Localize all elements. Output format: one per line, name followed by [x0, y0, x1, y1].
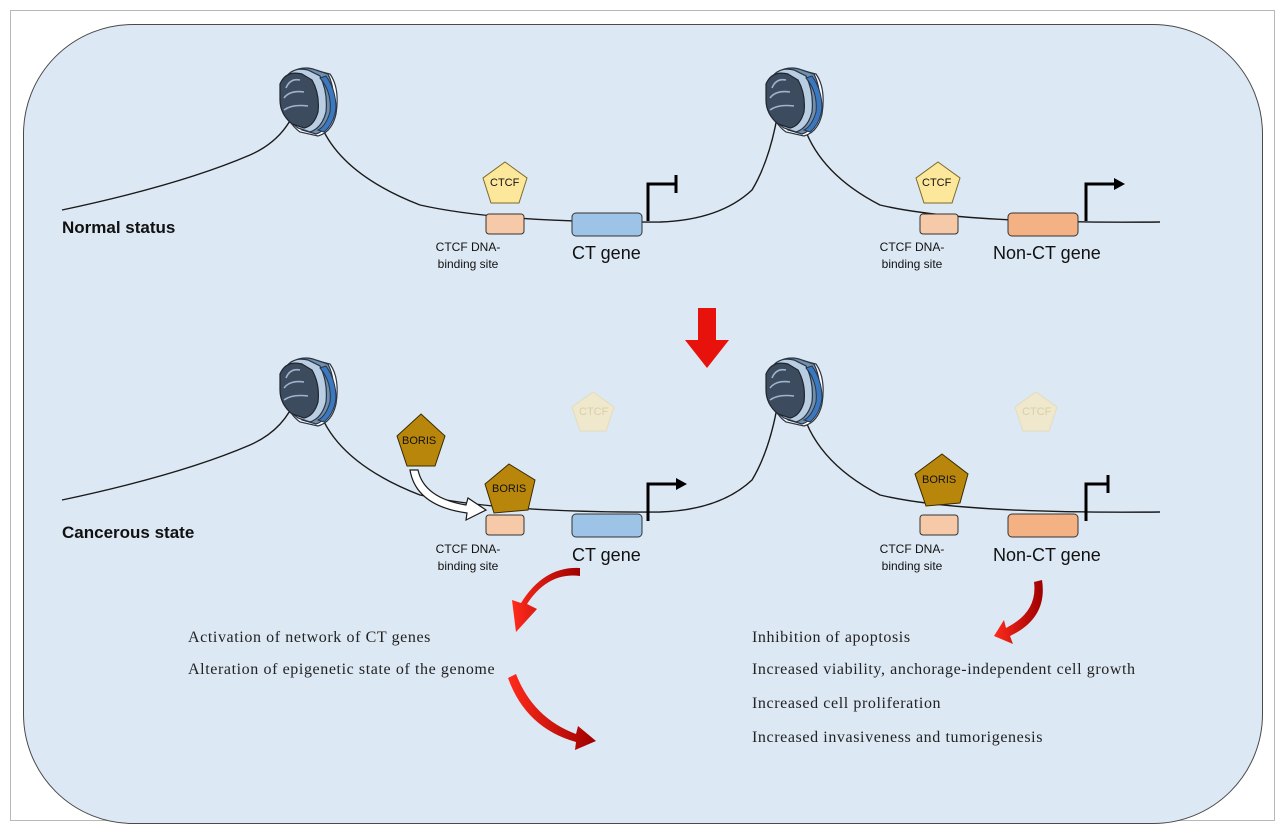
ctcf-binding-site-icon	[485, 213, 525, 235]
ctcf-faded-protein-icon	[571, 391, 615, 432]
ctcf-binding-site-icon	[919, 514, 959, 536]
boris-protein-icon	[484, 463, 536, 514]
ctcf-label: CTCF	[922, 177, 952, 189]
binding-site-label: CTCF DNA- binding site	[879, 240, 945, 271]
transcription-active-icon	[646, 482, 676, 521]
ctcf-protein-icon	[915, 161, 961, 204]
ctcf-binding-site-icon	[919, 213, 959, 235]
dna-strand-cancer	[61, 387, 1161, 513]
nucleosome-icon	[765, 67, 824, 137]
effect-text: Increased invasiveness and tumorigenesis	[752, 729, 1044, 746]
non-ct-gene-icon	[1007, 513, 1079, 538]
ct-gene-label: CT gene	[572, 243, 641, 263]
arrow-head-icon	[676, 478, 687, 490]
effect-arrow-icon	[508, 674, 596, 750]
ctcf-faded-label: CTCF	[579, 406, 609, 418]
non-ct-gene-label: Non-CT gene	[993, 243, 1101, 263]
arrow-head-icon	[1114, 178, 1125, 190]
boris-label: BORIS	[402, 435, 437, 447]
effect-text: Activation of network of CT genes	[188, 629, 432, 646]
binding-site-label: CTCF DNA- binding site	[879, 542, 945, 573]
transition-arrow-icon	[685, 308, 729, 368]
ctcf-label: CTCF	[490, 177, 520, 189]
effect-text: Inhibition of apoptosis	[752, 629, 911, 646]
ct-gene-icon	[571, 212, 643, 237]
binding-arrow-icon	[409, 469, 488, 522]
effect-text: Increased viability, anchorage-independe…	[752, 661, 1136, 678]
boris-protein-icon	[396, 413, 446, 467]
ct-gene-label: CT gene	[572, 545, 641, 565]
nucleosome-icon	[279, 357, 338, 427]
effect-arrow-icon	[512, 567, 580, 632]
non-ct-gene-icon	[1007, 212, 1079, 237]
boris-protein-icon	[914, 453, 969, 507]
normal-status-label: Normal status	[62, 218, 176, 237]
nucleosome-icon	[279, 67, 338, 137]
ct-gene-icon	[571, 513, 643, 538]
nucleosome-icon	[765, 357, 824, 427]
binding-site-label: CTCF DNA- binding site	[435, 542, 501, 573]
cancerous-state-label: Cancerous state	[62, 523, 195, 542]
dna-strand-normal	[61, 97, 1161, 223]
diagram-panel	[23, 24, 1263, 824]
transcription-blocked-icon	[646, 175, 678, 221]
transcription-blocked-icon	[1084, 475, 1110, 521]
effect-text: Alteration of epigenetic state of the ge…	[188, 661, 496, 678]
effect-text: Increased cell proliferation	[752, 695, 942, 712]
effect-arrow-icon	[994, 580, 1043, 644]
ctcf-faded-protein-icon	[1014, 391, 1058, 432]
binding-site-label: CTCF DNA- binding site	[435, 240, 501, 271]
boris-label: BORIS	[492, 483, 527, 495]
non-ct-gene-label: Non-CT gene	[993, 545, 1101, 565]
boris-label: BORIS	[922, 474, 957, 486]
ctcf-protein-icon	[482, 161, 528, 204]
ctcf-faded-label: CTCF	[1022, 406, 1052, 418]
ctcf-binding-site-icon	[485, 514, 525, 536]
transcription-active-icon	[1084, 182, 1114, 221]
